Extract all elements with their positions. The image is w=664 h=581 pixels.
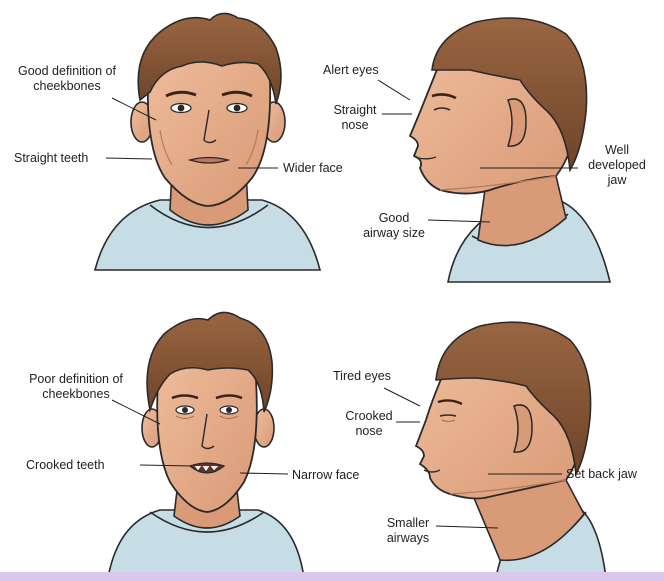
- leader-teeth-straight: [106, 158, 152, 159]
- label-crooked-teeth: Crooked teeth: [26, 458, 105, 473]
- label-good-airway: Good airway size: [354, 211, 434, 241]
- label-straight-teeth: Straight teeth: [14, 151, 88, 166]
- poor-side-profile: [416, 322, 606, 578]
- label-crooked-nose: Crooked nose: [336, 409, 402, 439]
- label-smaller-airways-line1: Smaller: [378, 516, 438, 531]
- label-good-cheekbones-line2: cheekbones: [4, 79, 130, 94]
- label-good-airway-line1: Good: [354, 211, 434, 226]
- label-poor-cheekbones: Poor definition of cheekbones: [14, 372, 138, 402]
- label-straight-nose-line2: nose: [320, 118, 390, 133]
- label-good-cheekbones: Good definition of cheekbones: [4, 64, 130, 94]
- label-narrow-face: Narrow face: [292, 468, 359, 483]
- label-good-airway-line2: airway size: [354, 226, 434, 241]
- label-set-back-jaw: Set back jaw: [566, 467, 637, 482]
- label-developed-jaw-line3: jaw: [578, 173, 656, 188]
- label-crooked-nose-line1: Crooked: [336, 409, 402, 424]
- healthy-front-face: [95, 13, 320, 270]
- leader-eyes-alert: [378, 80, 410, 100]
- label-alert-eyes: Alert eyes: [323, 63, 379, 78]
- leader-eyes-tired: [384, 388, 420, 406]
- label-smaller-airways: Smaller airways: [378, 516, 438, 546]
- label-smaller-airways-line2: airways: [378, 531, 438, 546]
- label-straight-nose-line1: Straight: [320, 103, 390, 118]
- label-good-cheekbones-line1: Good definition of: [4, 64, 130, 79]
- bottom-border: [0, 572, 664, 581]
- label-developed-jaw-line2: developed: [578, 158, 656, 173]
- label-developed-jaw: Well developed jaw: [578, 143, 656, 188]
- label-poor-cheekbones-line1: Poor definition of: [14, 372, 138, 387]
- label-crooked-nose-line2: nose: [336, 424, 402, 439]
- label-tired-eyes: Tired eyes: [333, 369, 391, 384]
- label-straight-nose: Straight nose: [320, 103, 390, 133]
- label-developed-jaw-line1: Well: [578, 143, 656, 158]
- poor-front-face: [108, 312, 304, 578]
- label-poor-cheekbones-line2: cheekbones: [14, 387, 138, 402]
- label-wider-face: Wider face: [283, 161, 343, 176]
